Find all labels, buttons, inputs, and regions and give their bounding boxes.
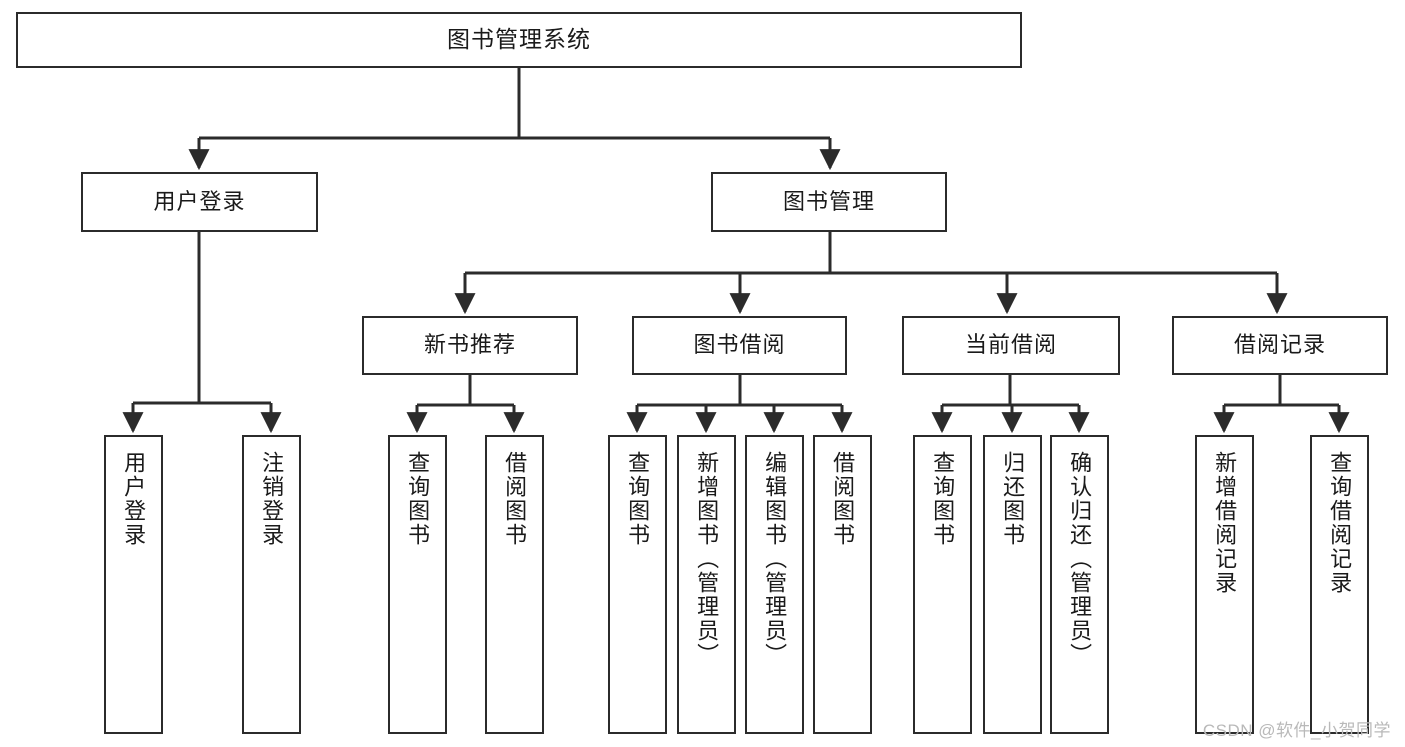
node-leaf-add-borrow-record[interactable]: 新增借阅记录 [1195,435,1254,734]
node-leaf-add-borrow-record-label: 新增借阅记录 [1212,451,1238,595]
node-root-label: 图书管理系统 [447,26,591,53]
node-leaf-query-book-1[interactable]: 查询图书 [388,435,447,734]
node-book-borrow[interactable]: 图书借阅 [632,316,847,375]
node-new-book-recommend-label: 新书推荐 [423,332,516,358]
node-leaf-user-logout-label: 注销登录 [259,451,285,547]
node-root[interactable]: 图书管理系统 [16,12,1022,68]
node-leaf-user-logout[interactable]: 注销登录 [242,435,301,734]
node-leaf-edit-book[interactable]: 编辑图书（管理员） [745,435,804,734]
node-borrow-record-label: 借阅记录 [1233,332,1326,358]
node-leaf-query-book-2[interactable]: 查询图书 [608,435,667,734]
node-user-login[interactable]: 用户登录 [81,172,318,232]
node-borrow-record[interactable]: 借阅记录 [1172,316,1388,375]
node-book-manage[interactable]: 图书管理 [711,172,947,232]
node-leaf-query-borrow-record-label: 查询借阅记录 [1327,451,1353,595]
node-leaf-borrow-book-1-label: 借阅图书 [502,451,528,547]
node-leaf-query-book-2-label: 查询图书 [625,451,651,547]
node-leaf-query-borrow-record[interactable]: 查询借阅记录 [1310,435,1369,734]
node-new-book-recommend[interactable]: 新书推荐 [362,316,578,375]
node-leaf-add-book[interactable]: 新增图书（管理员） [677,435,736,734]
node-leaf-user-login-label: 用户登录 [121,451,147,547]
node-leaf-borrow-book-2-label: 借阅图书 [830,451,856,547]
node-leaf-query-book-1-label: 查询图书 [405,451,431,547]
node-book-borrow-label: 图书借阅 [693,332,786,358]
node-current-borrow[interactable]: 当前借阅 [902,316,1120,375]
node-book-manage-label: 图书管理 [782,188,875,214]
node-user-login-label: 用户登录 [153,188,246,214]
node-leaf-query-book-3[interactable]: 查询图书 [913,435,972,734]
node-leaf-borrow-book-2[interactable]: 借阅图书 [813,435,872,734]
node-leaf-confirm-return[interactable]: 确认归还（管理员） [1050,435,1109,734]
node-leaf-user-login[interactable]: 用户登录 [104,435,163,734]
watermark: CSDN @软件_小贺同学 [1202,721,1391,740]
node-leaf-edit-book-label: 编辑图书（管理员） [762,451,788,667]
node-leaf-add-book-label: 新增图书（管理员） [694,451,720,667]
node-leaf-return-book[interactable]: 归还图书 [983,435,1042,734]
node-current-borrow-label: 当前借阅 [964,332,1057,358]
node-leaf-confirm-return-label: 确认归还（管理员） [1067,451,1093,667]
node-leaf-query-book-3-label: 查询图书 [930,451,956,547]
node-leaf-borrow-book-1[interactable]: 借阅图书 [485,435,544,734]
node-leaf-return-book-label: 归还图书 [1000,451,1026,547]
